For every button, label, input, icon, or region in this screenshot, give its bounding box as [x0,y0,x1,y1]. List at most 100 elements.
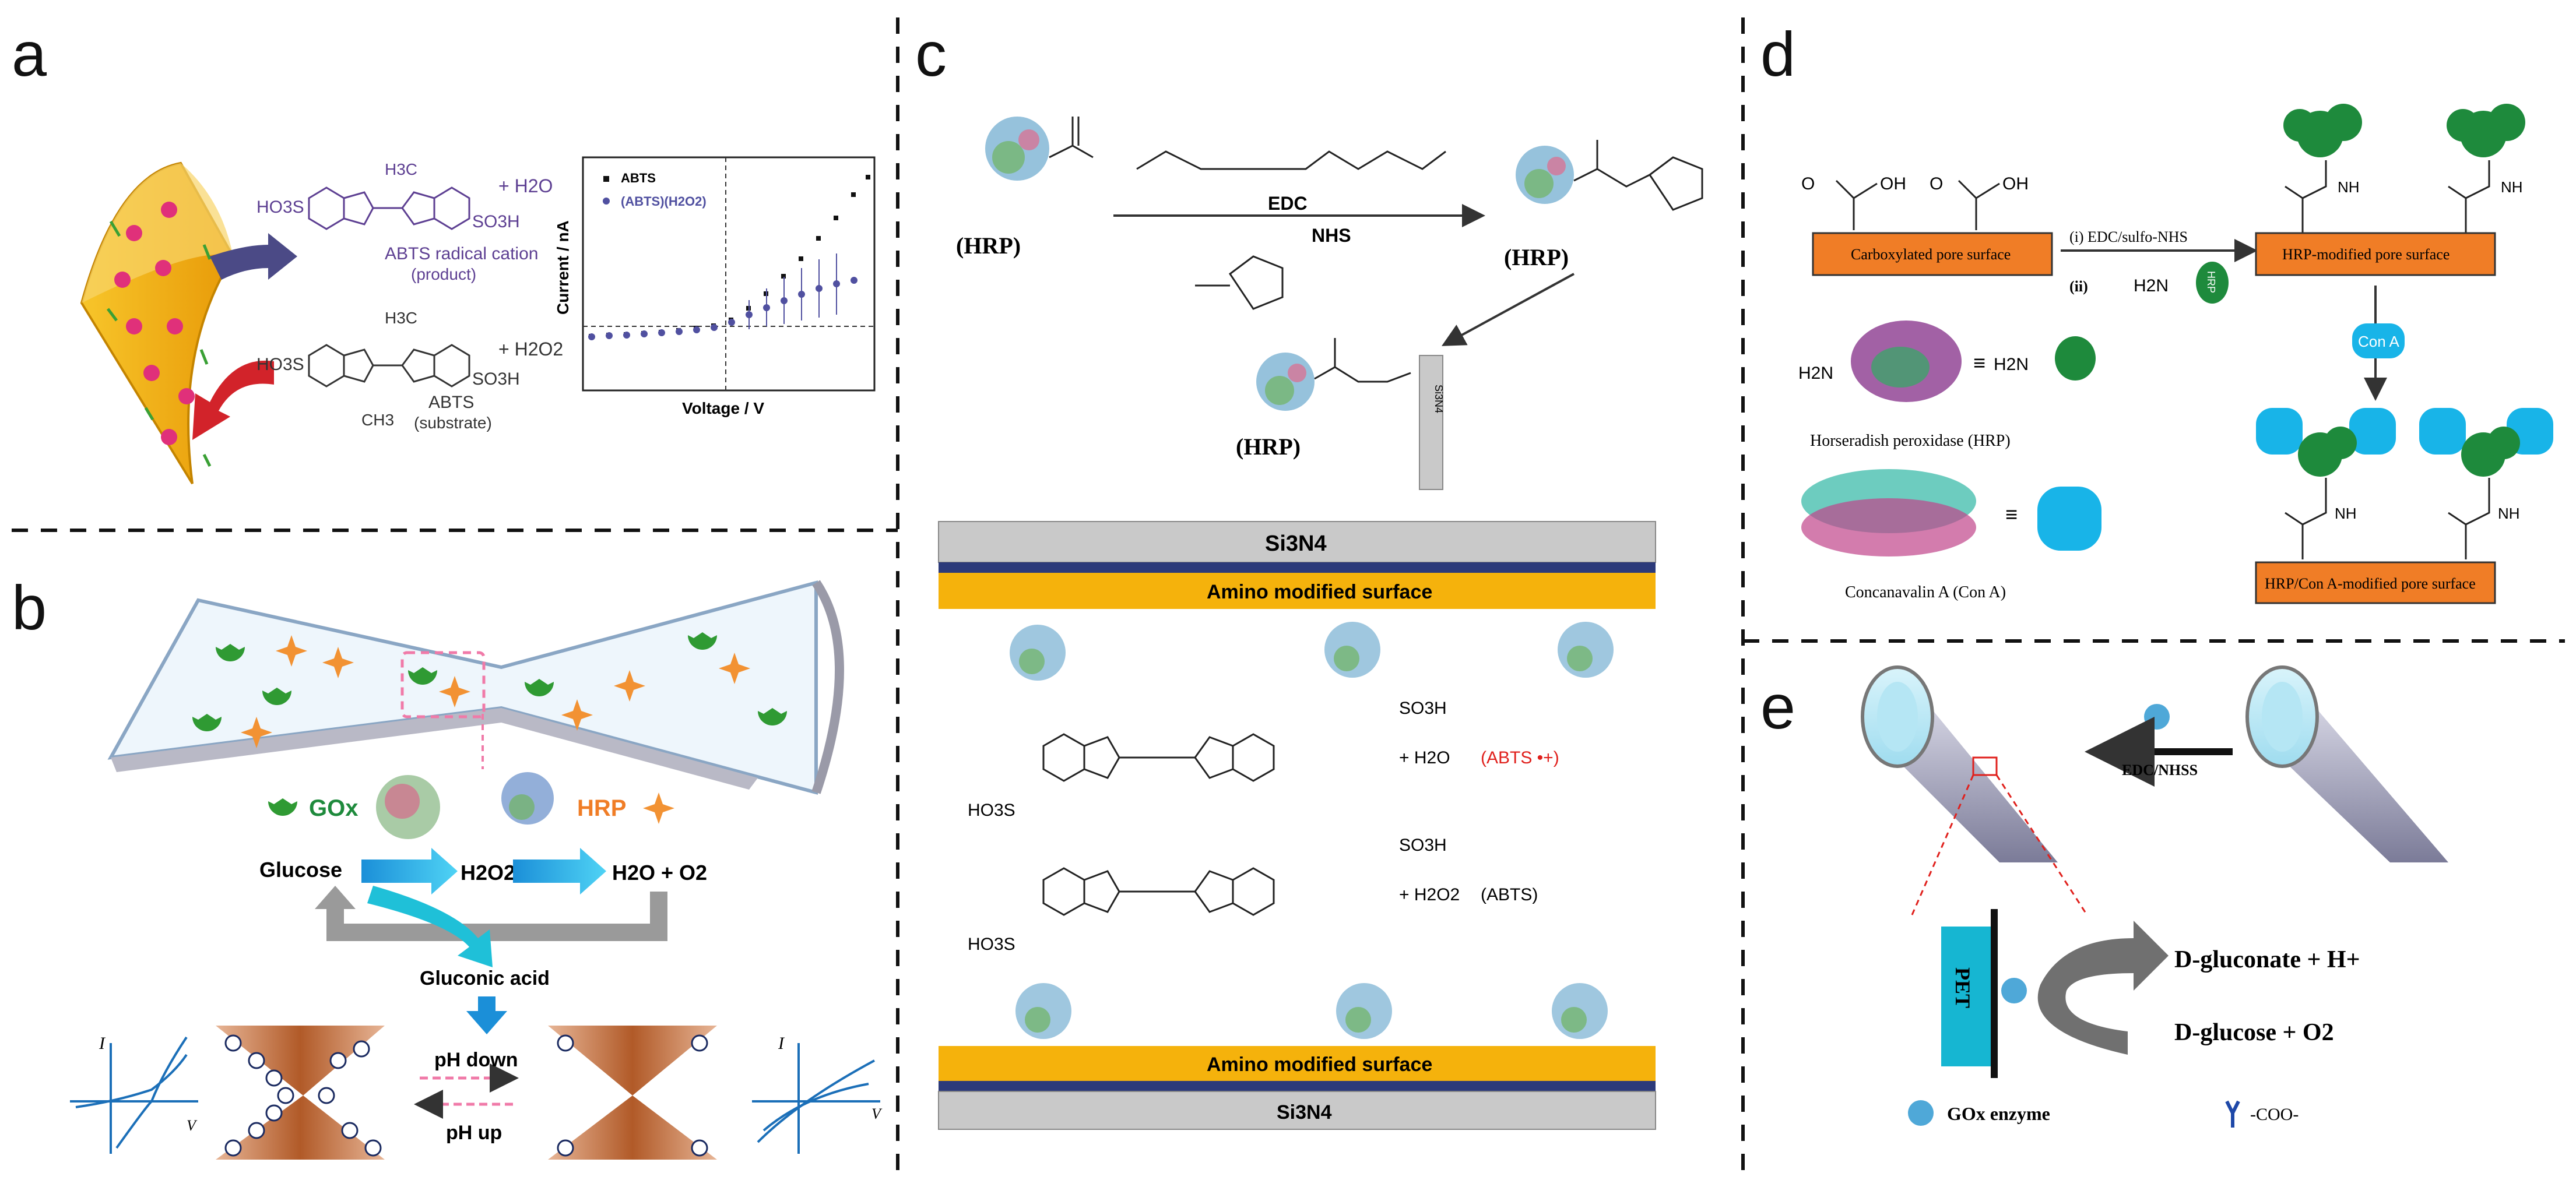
abts-h2o2: + H2O2 [1399,885,1460,904]
con-a-shape [2037,487,2101,551]
abts-cation-so3h: SO3H [1399,699,1447,718]
hrp-modified-label: HRP-modified pore surface [2282,246,2450,263]
hrp-name-label: Horseradish peroxidase (HRP) [1810,432,2011,450]
coo-legend-label: -COO- [2250,1105,2299,1124]
ph-down-label: pH down [434,1049,518,1071]
abts-substrate-so3h: SO3H [472,369,520,389]
iv-series-abts-h2o2 [588,253,858,340]
abts-cation-water: + H2O [1399,748,1450,767]
abts-cation-structure [1042,733,1275,782]
nanochannel-right [2245,665,2448,862]
final-surface-label: HRP/Con A-modified pore surface [2265,575,2476,592]
panel-label-e: e [1760,671,1795,742]
nanopore-right [548,1026,717,1160]
gray-curve-arrow [2037,921,2169,1055]
o-label-2: O [1930,174,1943,193]
final-surface [2255,561,2496,604]
iv-left-axis-i: I [99,1034,106,1053]
hrp-token-text: HRP [2205,271,2217,293]
hrp-label-2: (HRP) [1504,244,1569,270]
coo-legend-icon [2225,1100,2240,1128]
panel-e: e EDC/NHSS PET D-gluconate + H+ D-glucos… [1760,665,2448,1128]
ph-up-label: pH up [446,1122,502,1144]
amino-bottom-layer [939,1046,1656,1081]
membrane-line [1991,909,1998,1078]
h2n-hrp-label: H2N [2134,276,2169,295]
panel-label-d: d [1760,19,1795,89]
abts-radical-water: + H2O [498,175,553,196]
carboxyl-groups [1835,179,2000,230]
gox-legend-label-e: GOx enzyme [1947,1103,2050,1124]
panel-a: a HO3S SO3H H3C + H2O [12,19,876,485]
abts-radical-name: ABTS radical cation [385,244,538,263]
negative-charges [224,1034,708,1157]
substrate-arrow-in [192,360,274,440]
con-a-token-body [2352,323,2405,358]
abts-radical-so3h: SO3H [472,212,520,231]
gox-legend-icon [268,798,297,816]
pet-block [1941,927,1991,1066]
oh-label-2: OH [2002,174,2029,193]
iv-plot-frame [582,156,876,392]
panel-b: b GOx [12,572,883,1160]
nhs-structure [1195,255,1284,310]
hrp-clouds-top [2283,104,2525,157]
hrp-row-bottom [1015,983,1608,1039]
panel-label-a: a [12,19,47,89]
amide-bond [1314,338,1411,383]
hrp-label-3: (HRP) [1236,434,1301,460]
hrp-modified-surface [2255,232,2496,276]
nh-label-4: NH [2498,505,2520,522]
si3n4-top-layer [938,521,1656,563]
si3n4-bottom-layer [938,1091,1656,1130]
abts-substrate-ho3s: HO3S [256,355,304,374]
arrow-h2o2-water [513,848,606,894]
arrow-down-blue [466,996,507,1034]
con-a-name-label: Concanavalin A (Con A) [1845,583,2006,601]
con-a-token-text: Con A [2358,333,2399,350]
edc-structure [1136,150,1446,170]
legend-label-abts: ABTS [621,171,656,185]
abts-radical-structure [308,186,470,230]
iv-plot-xlabel: Voltage / V [682,399,764,417]
hrp-legend-icon [643,792,674,824]
nhs-label: NHS [1312,225,1351,246]
abts-substrate-h3c: H3C [385,309,417,327]
abts-substrate-structure [308,344,470,388]
hrp-token-equiv [2055,336,2096,381]
iv-icon-left [70,1036,198,1154]
carboxylated-surface [1812,232,2053,276]
panel-label-b: b [12,572,47,643]
zoom-highlight [1972,756,1998,776]
iv-plot-ylabel: Current / nA [554,220,572,315]
hrp-legend-label: HRP [577,795,626,821]
nh-label-3: NH [2335,505,2357,522]
abts-substrate-note: (substrate) [414,414,492,432]
hrp-molecules [114,202,195,445]
nanopore-left [216,1026,385,1160]
glucose-label-e: D-glucose + O2 [2174,1019,2334,1046]
con-a-ribbon [1801,469,1976,556]
gluconic-acid-label: Gluconic acid [420,967,550,989]
arrow-glucose-h2o2 [361,848,458,894]
pet-label: PET [1951,967,1974,1008]
iv-right-axis-i: I [778,1034,785,1053]
abts-radical-note: (product) [411,265,476,283]
h2n-token-label: H2N [1994,355,2029,374]
nh-label-2: NH [2501,178,2523,196]
carboxylated-label: Carboxylated pore surface [1851,246,2011,263]
step-ii-label: (ii) [2069,278,2088,295]
abts-structure [1042,867,1275,916]
iv-right-axis-v: V [871,1105,883,1122]
navy-stripe-bottom [939,1081,1656,1091]
iv-left-axis-v: V [187,1117,198,1134]
si3n4-top-label: Si3N4 [1265,531,1327,556]
gox-enzymes [192,632,787,731]
hrp-protein-3 [1256,353,1315,411]
cooh-group-1 [1049,117,1094,158]
gox-icon-top [2144,704,2170,730]
zoom-line-right [1995,774,2088,915]
panel-label-c: c [915,19,947,89]
gox-at-surface [2001,978,2027,1003]
hrp-label-1: (HRP) [956,233,1021,259]
